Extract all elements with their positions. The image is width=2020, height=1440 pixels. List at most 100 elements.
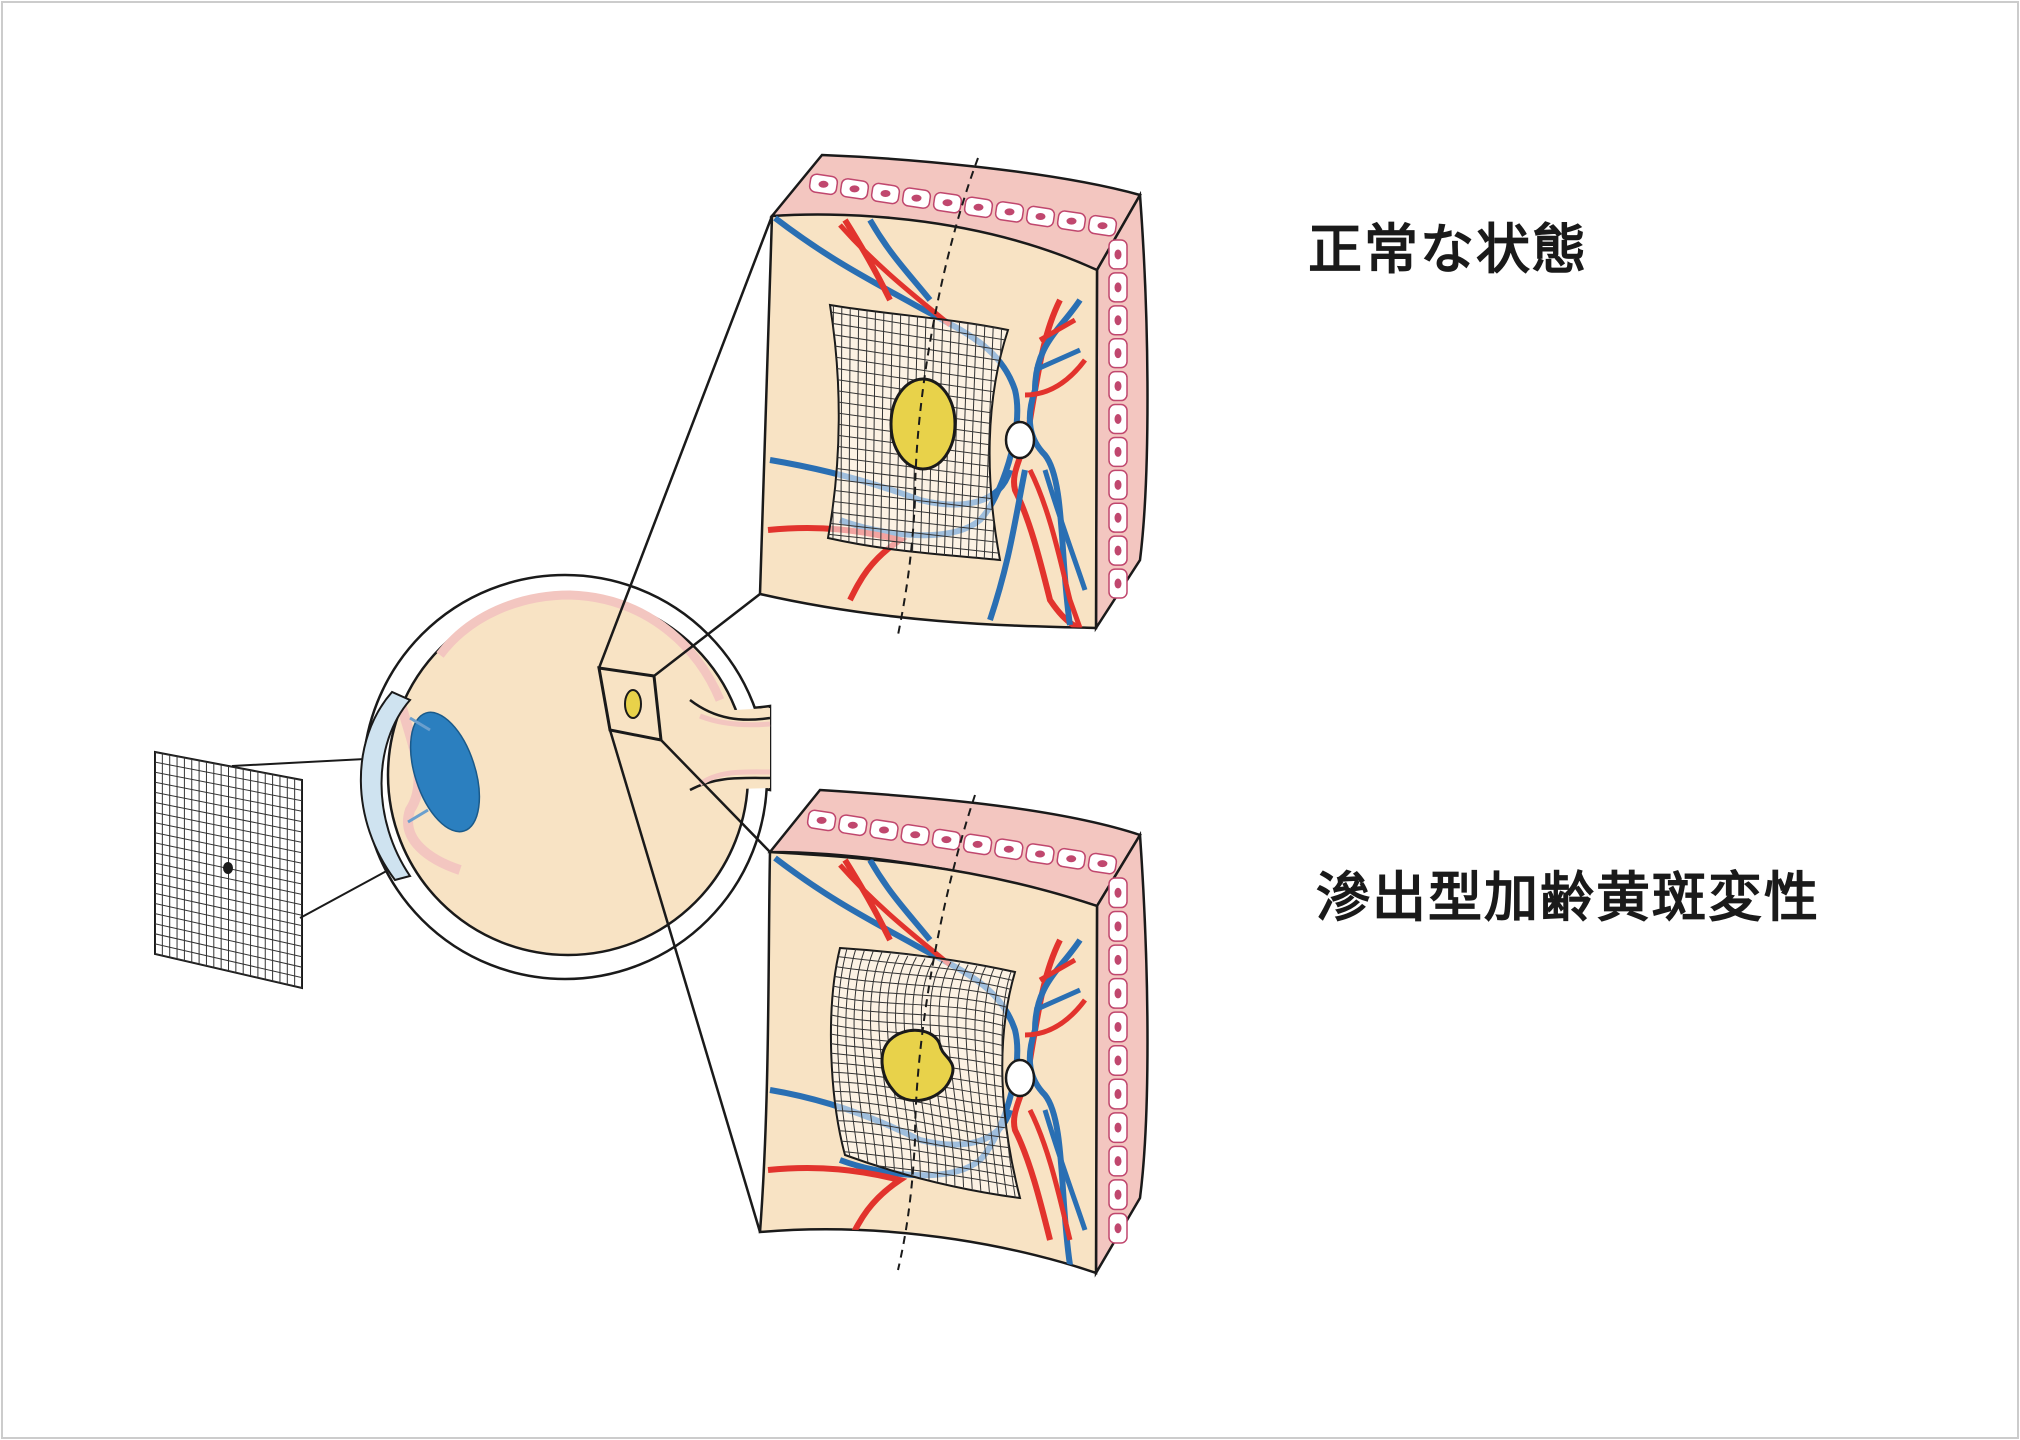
grid-line bbox=[155, 872, 302, 906]
grid-line bbox=[830, 1149, 1020, 1179]
cell-nucleus bbox=[1114, 414, 1122, 424]
cell-nucleus bbox=[1114, 249, 1122, 260]
cell-nucleus bbox=[847, 821, 858, 829]
cell-nucleus bbox=[1114, 1021, 1122, 1032]
cell-nucleus bbox=[1114, 1223, 1122, 1234]
grid-line bbox=[155, 862, 302, 895]
cell-nucleus bbox=[1114, 282, 1122, 293]
cell-nucleus bbox=[911, 194, 922, 202]
cell-nucleus bbox=[1114, 988, 1122, 999]
grid-line bbox=[830, 983, 1020, 1013]
cell-nucleus bbox=[880, 190, 891, 197]
cell-nucleus bbox=[942, 199, 953, 207]
cell-nucleus bbox=[1114, 545, 1122, 556]
grid-line bbox=[837, 948, 852, 1164]
grid-line bbox=[965, 965, 982, 1191]
section-line-bottom bbox=[897, 794, 976, 1271]
grid-line bbox=[155, 892, 302, 927]
grid-line bbox=[828, 355, 1008, 384]
grid-line bbox=[830, 1120, 1020, 1150]
cell-nucleus bbox=[910, 831, 921, 839]
cell-nucleus bbox=[1114, 512, 1122, 523]
amsler-grid-left bbox=[154, 750, 303, 990]
grid-line bbox=[983, 968, 999, 1195]
grid-line bbox=[828, 522, 1008, 545]
grid-line bbox=[828, 332, 1008, 363]
grid-line bbox=[1001, 970, 1016, 1198]
cell-row-top bbox=[808, 173, 1118, 237]
cell-nucleus bbox=[972, 840, 983, 848]
cell-nucleus bbox=[1114, 381, 1122, 392]
cell-column-side-amd bbox=[1108, 877, 1128, 1244]
cell-nucleus bbox=[1114, 348, 1122, 359]
cell-column-side bbox=[1108, 239, 1128, 599]
grid-line bbox=[828, 344, 1008, 374]
grid-line bbox=[828, 477, 1008, 502]
cell-nucleus bbox=[1114, 954, 1122, 965]
cell-row-bottom bbox=[806, 809, 1118, 875]
grid-line bbox=[155, 943, 302, 979]
grid-line bbox=[975, 325, 986, 560]
grid-line bbox=[830, 1012, 1020, 1042]
cell-nucleus bbox=[1035, 213, 1046, 220]
macula-small bbox=[624, 689, 642, 719]
retina-block-normal bbox=[758, 153, 1149, 636]
fixation-dot bbox=[223, 862, 233, 874]
cell-nucleus bbox=[1066, 855, 1077, 863]
retina-block-amd bbox=[758, 788, 1149, 1278]
grid-line bbox=[983, 327, 994, 560]
cell-nucleus bbox=[1114, 479, 1122, 490]
cell-nucleus bbox=[1114, 446, 1122, 457]
cell-nucleus bbox=[1003, 845, 1014, 853]
grid-line bbox=[845, 948, 861, 1166]
grid-line bbox=[956, 964, 973, 1190]
macula-normal bbox=[889, 377, 957, 471]
grid-line bbox=[830, 1139, 1020, 1169]
grid-line bbox=[828, 533, 1008, 555]
grid-line bbox=[951, 321, 961, 560]
grid-line bbox=[870, 952, 887, 1171]
section-line-top bbox=[897, 157, 979, 636]
cell-nucleus bbox=[941, 836, 952, 844]
cell-nucleus bbox=[1114, 1089, 1122, 1100]
grid-line bbox=[992, 969, 1008, 1197]
cell-nucleus bbox=[818, 180, 829, 188]
cell-nucleus bbox=[1114, 1189, 1122, 1200]
grid-line bbox=[155, 923, 302, 958]
cell-nucleus bbox=[973, 203, 984, 211]
cell-nucleus bbox=[1114, 1122, 1122, 1133]
grid-line bbox=[828, 499, 1008, 523]
grid-line bbox=[155, 933, 302, 968]
cell-nucleus bbox=[1035, 850, 1045, 858]
cell-nucleus bbox=[816, 816, 827, 824]
cell-nucleus bbox=[1097, 222, 1108, 230]
zoom-lines bbox=[597, 215, 774, 1233]
grid-line bbox=[830, 993, 1020, 1023]
grid-line bbox=[155, 913, 302, 947]
cell-nucleus bbox=[1004, 208, 1015, 216]
grid-line bbox=[155, 903, 302, 937]
label-normal-state: 正常な状態 bbox=[1308, 218, 1588, 281]
cell-nucleus bbox=[1114, 1156, 1122, 1167]
cell-nucleus bbox=[879, 826, 889, 834]
macula-amd bbox=[880, 1028, 955, 1103]
cell-nucleus bbox=[1114, 921, 1122, 932]
grid-line bbox=[959, 323, 969, 560]
lens bbox=[409, 711, 481, 833]
cell-nucleus bbox=[1066, 217, 1077, 225]
eye-cross-section bbox=[359, 573, 772, 981]
cell-nucleus bbox=[1114, 887, 1122, 898]
grid-line bbox=[967, 324, 977, 560]
grid-line bbox=[828, 511, 1008, 534]
grid-line bbox=[974, 966, 990, 1193]
cell-nucleus bbox=[849, 185, 860, 193]
grid-line bbox=[830, 1130, 1020, 1160]
cell-nucleus bbox=[1097, 860, 1108, 868]
cornea bbox=[359, 690, 412, 882]
grid-line bbox=[830, 973, 1020, 1003]
grid-line bbox=[155, 882, 302, 916]
label-wet-amd: 滲出型加齢黄斑変性 bbox=[1316, 866, 1820, 929]
